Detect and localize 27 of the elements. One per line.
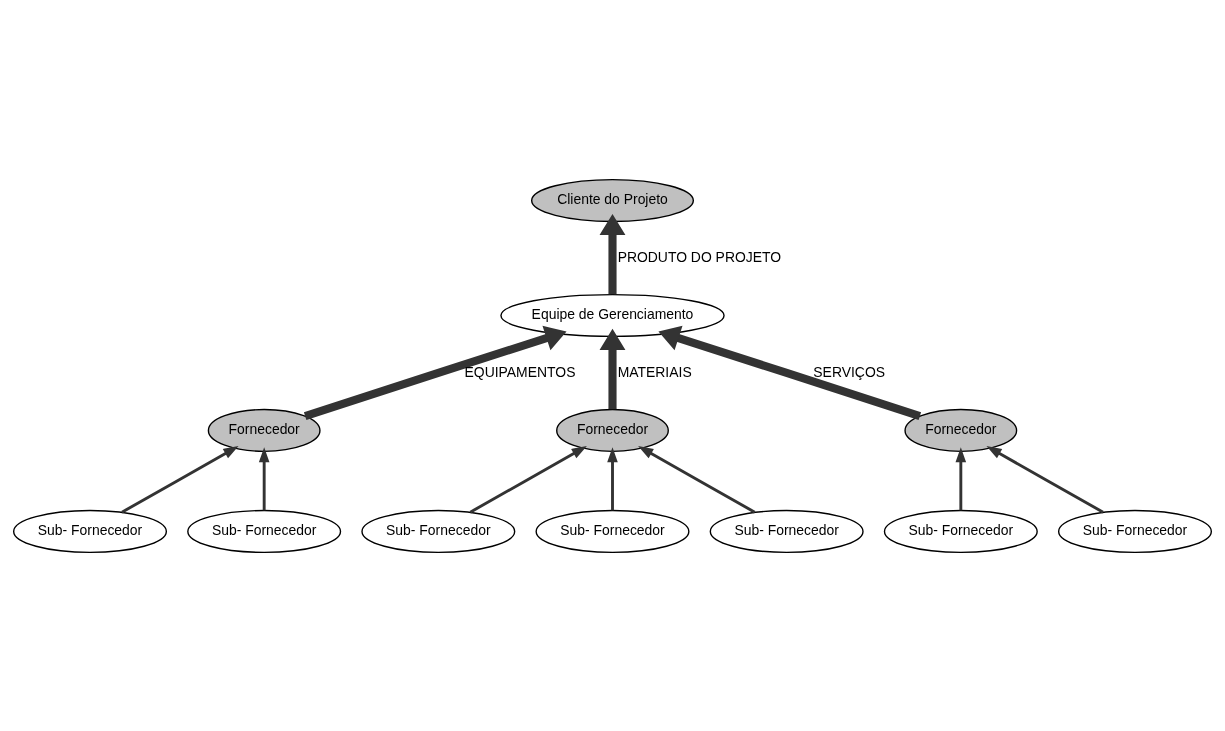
arrow (955, 446, 967, 510)
node-ellipse: Sub- Fornecedor (13, 509, 168, 553)
arrow (986, 445, 1104, 513)
node-ellipse: Sub- Fornecedor (1057, 509, 1212, 553)
arrow (607, 446, 618, 510)
edge-label: PRODUTO DO PROJETO (617, 248, 782, 265)
edge-label: MATERIAIS (617, 363, 692, 380)
node-ellipse: Sub- Fornecedor (883, 509, 1038, 553)
arrow (599, 213, 626, 294)
arrow (599, 328, 626, 409)
arrow (469, 445, 587, 513)
arrow (658, 325, 922, 420)
node-ellipse: Sub- Fornecedor (709, 509, 864, 553)
node-ellipse: Sub- Fornecedor (187, 509, 342, 553)
node-ellipse: Equipe de Gerenciamento (500, 293, 725, 337)
arrow (638, 445, 756, 513)
node-ellipse: Cliente do Projeto (530, 178, 695, 222)
node-ellipse: Fornecedor (207, 408, 321, 452)
arrow (121, 445, 239, 513)
node-ellipse: Sub- Fornecedor (361, 509, 516, 553)
node-ellipse: Fornecedor (556, 408, 669, 452)
node-ellipse: Sub- Fornecedor (535, 509, 690, 553)
arrow (303, 325, 567, 420)
edge-label: SERVIÇOS (813, 363, 886, 380)
node-ellipse: Fornecedor (904, 408, 1018, 452)
arrow (258, 446, 270, 510)
edge-label: EQUIPAMENTOS (464, 363, 576, 380)
